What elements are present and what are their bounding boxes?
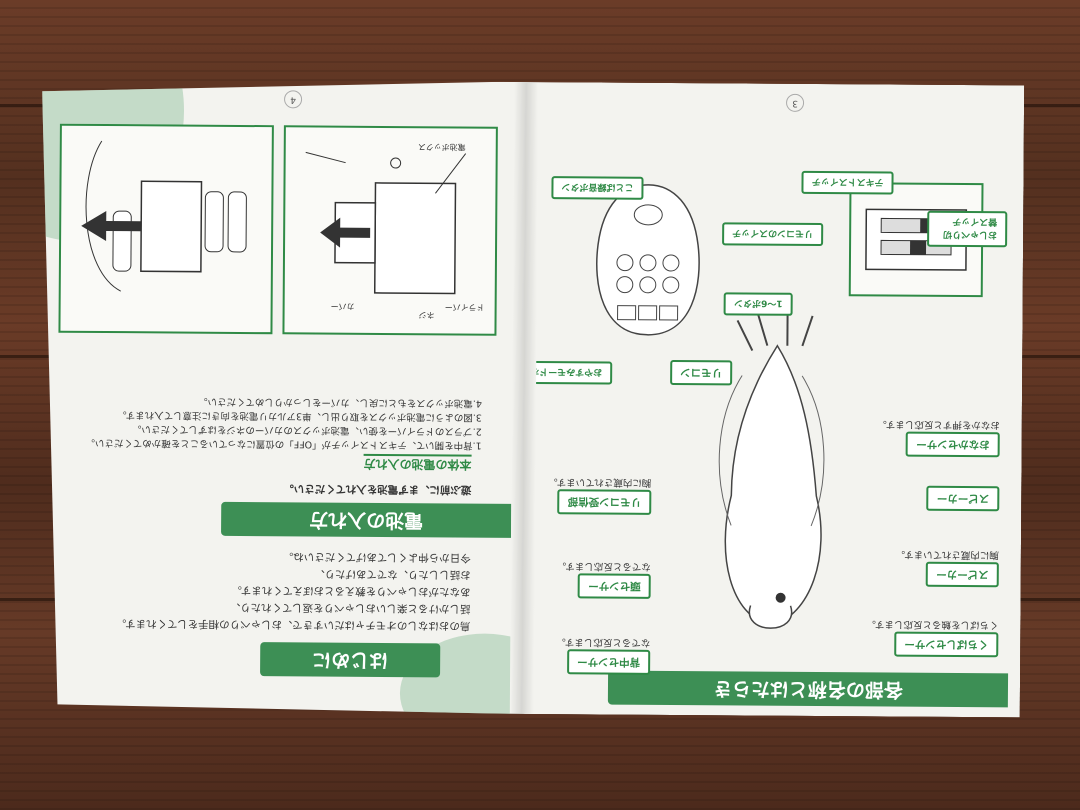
parrot-illustration — [670, 305, 872, 646]
callout-remote-receiver: リモコン受信部 — [558, 489, 652, 515]
note-speaker: 胸に内蔵されています。 — [895, 548, 999, 561]
cover-removal-illustration — [284, 127, 495, 333]
battery-title: 電池の入れ方 — [221, 502, 511, 538]
note-beak: くちばしを触ると反応します。 — [866, 618, 999, 631]
remote-illustration — [572, 174, 723, 345]
battery-step: 3.図のように電池ボックスを取り出し、単3アルカリ電池を向きに注意して入れます。 — [117, 409, 482, 423]
intro-line: お話ししたり、なでてあげたり、 — [314, 567, 471, 581]
callout-power-switch: テキストスイッチ — [802, 171, 894, 195]
callout-talk-switch: おしゃべり切替スイッチ — [927, 211, 1007, 248]
note-back: なでると反応します。 — [556, 636, 651, 648]
figure-battery-insert — [58, 124, 273, 334]
label-cover: カバー — [330, 301, 355, 311]
instruction-leaflet: はじめに 鳥のおはなしのオモチャはだいすきで、おしゃべりの相手をしてくれます。 … — [38, 79, 1024, 718]
parts-title: 各部の名称とはたらき — [608, 671, 1008, 708]
note-head: なでると反応します。 — [556, 560, 651, 572]
battery-step: 1.背中を開いて、テキストスイッチが「OFF」の位置になっていることを確かめてく… — [85, 436, 482, 451]
callout-mode-button: おやすみモードボタン — [534, 361, 612, 385]
label-screw: ネジ — [418, 310, 435, 320]
callout-head-sensor: 頭センサー — [578, 573, 651, 599]
note-wing: おなかを押すと反応します。 — [877, 418, 1000, 431]
note-receiver: 胸に内蔵されています。 — [548, 476, 652, 488]
label-driver: ドライバー — [444, 302, 485, 312]
callout-wing-sensor: おなかセンサー — [906, 432, 1000, 458]
callout-remote-switch: リモコンのスイッチ — [722, 222, 823, 246]
callout-remote: リモコン — [670, 360, 732, 385]
battery-lead: 遊ぶ前に、まず電池を入れてください。 — [283, 482, 472, 496]
battery-steps: 1.背中を開いて、テキストスイッチが「OFF」の位置になっていることを確かめてく… — [62, 393, 482, 452]
right-page: 各部の名称とはたらき くちばしセンサー くちばしを触ると反応します。 スピーカー… — [534, 82, 1024, 717]
intro-line: 鳥のおはなしのオモチャはだいすきで、おしゃべりの相手をしてくれます。 — [115, 617, 471, 632]
label-battery-box: 電池ボックス — [417, 142, 466, 152]
left-page: はじめに 鳥のおはなしのオモチャはだいすきで、おしゃべりの相手をしてくれます。 … — [38, 79, 514, 714]
page-number: 3 — [786, 94, 804, 112]
figure-cover-removal: 電池ボックス カバー ドライバー ネジ — [282, 125, 497, 335]
intro-text: 鳥のおはなしのオモチャはだいすきで、おしゃべりの相手をしてくれます。 話しかける… — [70, 546, 471, 634]
intro-title: はじめに — [260, 642, 440, 677]
intro-line: あなたがおしゃべりを教えるとおぼえてくれます。 — [231, 583, 471, 598]
battery-insert-illustration — [60, 126, 271, 332]
callout-beak-sensor: くちばしセンサー — [894, 632, 998, 658]
callout-back-sensor: 背中センサー — [567, 649, 650, 675]
callout-speaker: スピーカー — [927, 486, 1000, 512]
callout-memory-button: ことば録音ボタン — [551, 176, 643, 200]
battery-subhead: 本体の電池の入れ方 — [363, 454, 471, 474]
callout-number-buttons: 1〜6ボタン — [724, 292, 793, 315]
callout-speaker-switch: スピーカー — [926, 562, 999, 588]
intro-line: 今日から仲よくしてあげてくださいね。 — [282, 550, 471, 564]
page-number: 4 — [284, 90, 302, 108]
